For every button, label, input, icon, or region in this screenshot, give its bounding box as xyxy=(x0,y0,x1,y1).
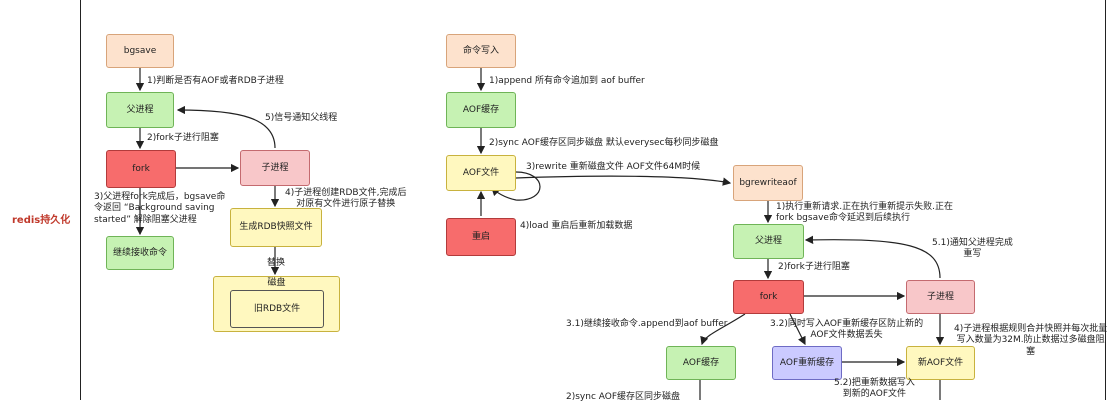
side-title: redis持久化 xyxy=(12,215,71,226)
rw-label-52-line2: 到新的AOF文件 xyxy=(842,389,907,400)
rw-label-32: 3.2)同时写入AOF重新缓存区防止新的 AOF文件数据丢失 xyxy=(770,319,923,342)
aof-label-4: 4)load 重启后重新加载数据 xyxy=(520,221,633,231)
rw-label-32-line2: AOF文件数据丢失 xyxy=(810,330,883,341)
rdb-child-label: 子进程 xyxy=(261,162,289,173)
bgrewriteaof-node: bgrewriteaof xyxy=(733,165,803,201)
rdb-child-node: 子进程 xyxy=(240,150,310,186)
replace-label: 替换 xyxy=(267,258,286,268)
rdb-label-4-line2: 对原有文件进行原子替换 xyxy=(296,199,396,210)
arrow-child-parent-rw xyxy=(804,235,941,279)
rw-label-sync: 2)sync AOF缓存区同步磁盘 xyxy=(566,392,681,402)
disk-label: 磁盘 xyxy=(267,278,286,288)
rw-rewrite-buf-label: AOF重新缓存 xyxy=(779,357,835,368)
new-aof-node: 新AOF文件 xyxy=(906,346,975,380)
rdb-label-5: 5)信号通知父线程 xyxy=(265,113,338,123)
aof-buf-label: AOF缓存 xyxy=(462,104,500,115)
rw-label-31: 3.1)继续接收命令.append到aof buffer xyxy=(566,319,728,329)
rw-label-4-line2: 写入数量为32M.防止数据过多磁盘阻 xyxy=(956,335,1105,346)
receive-node: 继续接收命令 xyxy=(106,236,174,270)
rw-aof-buf-label: AOF缓存 xyxy=(682,357,720,368)
old-rdb-node: 旧RDB文件 xyxy=(230,290,324,328)
gen-rdb-node: 生成RDB快照文件 xyxy=(230,208,322,247)
right-divider xyxy=(1105,0,1106,400)
rw-label-4-line1: 4)子进程根据规则合并快照并每次批量 xyxy=(954,324,1108,334)
rw-label-51-line1: 5.1)通知父进程完成 xyxy=(932,238,1013,248)
rw-label-1-line1: 1)执行重新请求.正在执行重新提示失败.正在 xyxy=(776,202,953,212)
rw-rewrite-buf-node: AOF重新缓存 xyxy=(772,346,842,380)
left-divider xyxy=(80,0,81,400)
aof-file-node: AOF文件 xyxy=(446,155,516,191)
rw-label-1-line2: fork bgsave命令延迟到后续执行 xyxy=(776,213,910,224)
rdb-parent-label: 父进程 xyxy=(126,104,154,115)
rw-label-51-line2: 重写 xyxy=(963,249,982,260)
rw-parent-label: 父进程 xyxy=(754,236,782,247)
rdb-label-4-line1: 4)子进程创建RDB文件,完成后 xyxy=(285,188,407,198)
gen-rdb-label: 生成RDB快照文件 xyxy=(239,222,313,233)
rw-label-1: 1)执行重新请求.正在执行重新提示失败.正在 fork bgsave命令延迟到后… xyxy=(776,202,953,225)
rw-child-label: 子进程 xyxy=(926,291,954,302)
disk-node: 磁盘 xyxy=(213,276,340,332)
aof-label-2: 2)sync AOF缓存区同步磁盘 默认everysec每秒同步磁盘 xyxy=(489,138,719,148)
aof-label-1: 1)append 所有命令追加到 aof buffer xyxy=(489,76,645,86)
rdb-label-4: 4)子进程创建RDB文件,完成后 对原有文件进行原子替换 xyxy=(285,188,406,211)
rdb-parent-node: 父进程 xyxy=(106,92,174,128)
rdb-fork-node: fork xyxy=(106,150,176,188)
rw-label-2: 2)fork子进行阻塞 xyxy=(778,262,850,272)
rw-label-52-line1: 5.2)把重新数据写入 xyxy=(834,378,915,388)
aof-buf-node: AOF缓存 xyxy=(446,92,516,128)
rw-fork-label: fork xyxy=(759,291,778,302)
bgsave-label: bgsave xyxy=(123,45,157,56)
rw-aof-buf-node: AOF缓存 xyxy=(666,346,736,380)
aof-label-3: 3)rewrite 重新磁盘文件 AOF文件64M时候 xyxy=(526,162,701,172)
rw-label-51: 5.1)通知父进程完成 重写 xyxy=(932,238,1013,261)
bgsave-node: bgsave xyxy=(106,34,174,68)
rdb-label-3: 3)父进程fork完成后，bgsave命 令返回 “Background sav… xyxy=(94,192,225,226)
rdb-label-3-line2: 令返回 “Background saving xyxy=(94,203,215,214)
rdb-label-2: 2)fork子进行阻塞 xyxy=(147,133,219,143)
rw-label-32-line1: 3.2)同时写入AOF重新缓存区防止新的 xyxy=(770,319,924,329)
cmd-write-node: 命令写入 xyxy=(446,34,516,68)
bgrewriteaof-label: bgrewriteaof xyxy=(739,177,797,188)
aof-file-label: AOF文件 xyxy=(462,167,500,178)
restart-label: 重启 xyxy=(471,231,490,242)
arrow-child-parent xyxy=(176,105,276,149)
rw-label-52: 5.2)把重新数据写入 到新的AOF文件 xyxy=(834,378,915,401)
rw-parent-node: 父进程 xyxy=(733,224,804,259)
rdb-label-3-line3: started” 解除阻塞父进程 xyxy=(94,214,197,225)
rdb-fork-label: fork xyxy=(132,163,150,174)
rdb-label-1: 1)判断是否有AOF或者RDB子进程 xyxy=(147,76,284,86)
cmd-write-label: 命令写入 xyxy=(462,45,499,56)
arrow-fork-rwbuf xyxy=(789,313,806,346)
rw-fork-node: fork xyxy=(733,280,804,314)
old-rdb-label: 旧RDB文件 xyxy=(253,303,301,314)
rw-label-4-line3: 塞 xyxy=(1026,346,1036,357)
new-aof-label: 新AOF文件 xyxy=(917,357,964,368)
arrow-file-bgrw xyxy=(515,175,732,186)
rdb-label-3-line1: 3)父进程fork完成后，bgsave命 xyxy=(94,192,226,202)
rw-child-node: 子进程 xyxy=(906,280,975,314)
receive-label: 继续接收命令 xyxy=(112,247,167,258)
rw-label-4: 4)子进程根据规则合并快照并每次批量 写入数量为32M.防止数据过多磁盘阻 塞 xyxy=(954,324,1107,358)
arrow-fork-buf xyxy=(700,313,746,346)
restart-node: 重启 xyxy=(446,218,516,256)
